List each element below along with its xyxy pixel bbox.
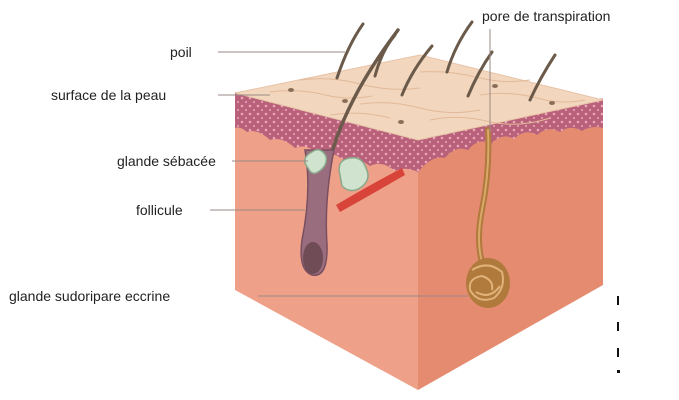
label-surface: surface de la peau bbox=[51, 87, 166, 103]
label-follicule: follicule bbox=[136, 202, 183, 218]
edge-marks bbox=[617, 296, 620, 373]
label-glande-sudoripare: glande sudoripare eccrine bbox=[9, 288, 170, 304]
hair-bulb bbox=[303, 242, 323, 274]
label-poil: poil bbox=[170, 44, 192, 60]
sebaceous-gland-right bbox=[339, 158, 368, 191]
label-pore: pore de transpiration bbox=[482, 8, 610, 24]
sweat-gland-coil bbox=[466, 258, 510, 308]
label-glande-sebacee: glande sébacée bbox=[117, 153, 216, 169]
